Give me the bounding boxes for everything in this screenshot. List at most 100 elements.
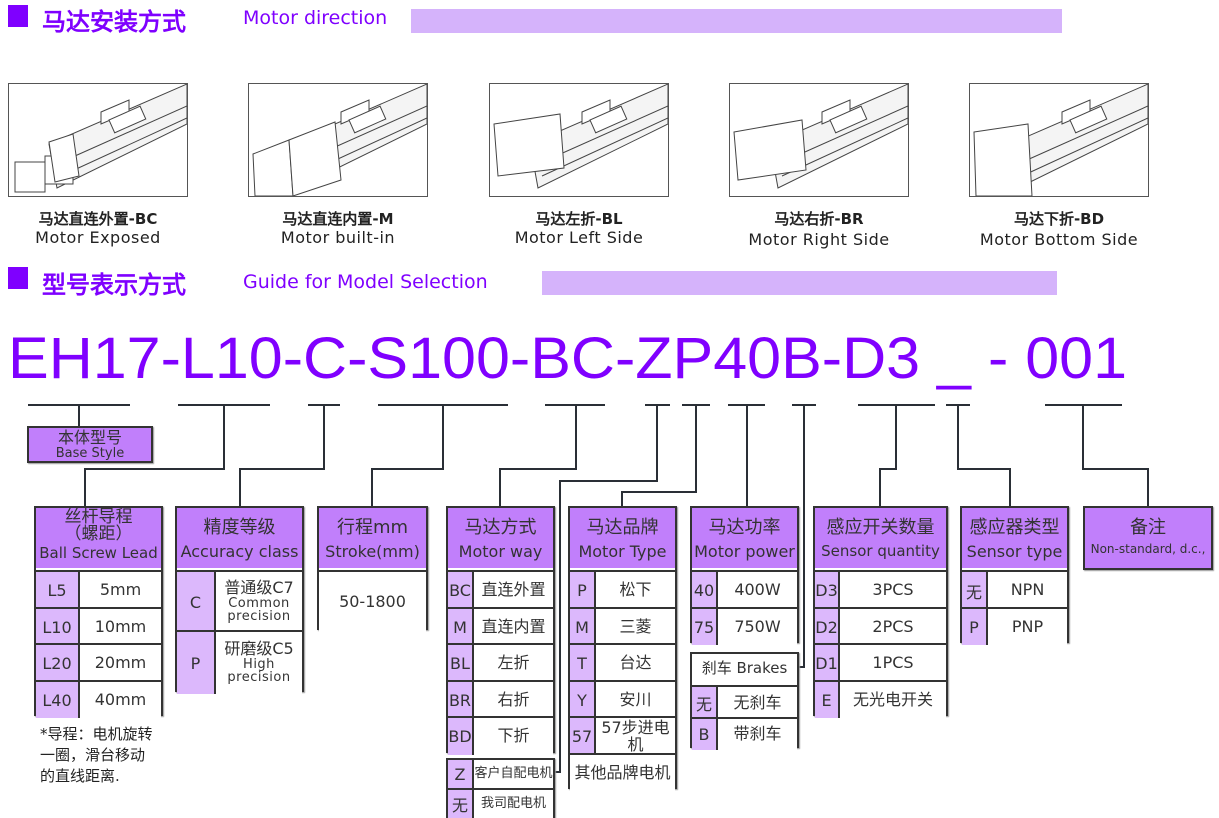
option-value: 1PCS: [840, 645, 946, 682]
option-value: 无光电开关: [840, 682, 946, 718]
option-code: M: [570, 609, 596, 645]
option-code: Z: [448, 760, 474, 788]
mount-caption-zh: 马达下折-BD: [1013, 210, 1105, 228]
option-code: BD: [448, 718, 474, 755]
option-value: PNP: [988, 609, 1067, 645]
option-code: B: [692, 719, 718, 750]
mount-caption-en: Motor Exposed: [35, 228, 161, 247]
table-header-en: Stroke(mm): [325, 542, 420, 561]
base-style-zh: 本体型号: [57, 428, 122, 447]
brakes-title: 刹车 Brakes: [692, 654, 797, 685]
option-code: E: [815, 682, 840, 718]
table-header: 马达方式 Motor way: [448, 508, 553, 568]
option-value-text: 安川: [619, 689, 652, 709]
option-code: 无: [692, 687, 718, 719]
option-value-text: 我司配电机: [480, 796, 546, 812]
option-value: 左折: [474, 645, 553, 682]
option-code: BR: [448, 682, 474, 718]
option-value-text: 750W: [734, 616, 781, 636]
connector: [621, 405, 697, 506]
table-header: 丝杆导程（螺距） Ball Screw Lead: [36, 508, 161, 568]
option-code: P: [177, 632, 216, 694]
option-value: NPN: [988, 572, 1067, 609]
option-row: 无无刹车: [692, 685, 797, 719]
option-value: 右折: [474, 682, 553, 718]
table-header: 行程mm Stroke(mm): [319, 508, 426, 568]
option-value: 其他品牌电机: [570, 755, 675, 791]
option-value-text: 下折: [497, 726, 530, 746]
option-value-text: 其他品牌电机: [574, 762, 671, 782]
connector-lines: [28, 404, 1149, 773]
option-code: D1: [815, 645, 840, 682]
table-header: 感应器类型 Sensor type: [962, 508, 1067, 568]
section-bar: [411, 9, 1062, 33]
mount-image-0: [8, 83, 188, 197]
option-value-text: 57步进电机: [601, 717, 670, 754]
option-value-text: 左折: [497, 653, 530, 673]
option-row: 50-1800: [319, 570, 426, 632]
option-code: 无: [448, 790, 474, 818]
option-value-text: 10mm: [94, 616, 147, 636]
option-value: 57步进电机: [596, 718, 675, 755]
connector: [84, 405, 225, 506]
option-value: 400W: [718, 572, 797, 609]
option-value-text: 客户自配电机: [474, 766, 553, 782]
mount-caption-zh: 马达左折-BL: [535, 210, 623, 228]
option-sub: Common precision: [227, 595, 291, 625]
option-code: D2: [815, 609, 840, 645]
option-code: L20: [36, 645, 80, 682]
mount-caption-en: Motor Bottom Side: [979, 230, 1139, 249]
option-value-text: 50-1800: [339, 591, 406, 611]
option-row: L5 5mm: [36, 570, 161, 609]
option-value-text: 普通级C7: [224, 577, 294, 597]
mount-image-4: [969, 83, 1149, 197]
base-style-en: Base Style: [55, 446, 125, 461]
option-code: L40: [36, 682, 80, 718]
option-value: 2PCS: [840, 609, 946, 645]
option-value: 松下: [596, 572, 675, 609]
mount-image-1: [248, 83, 428, 197]
table-header: 马达品牌 Motor Type: [570, 508, 675, 568]
option-value-text: NPN: [1010, 580, 1045, 600]
table-header-en: Motor Type: [578, 542, 667, 561]
model-code-text: EH17-L10-C-S100-BC-ZP40B-D3 _ - 001: [8, 326, 1127, 390]
section-subtitle-model-selection: Guide for Model Selection: [243, 271, 488, 293]
option-code: T: [570, 645, 596, 682]
option-value: 下折: [474, 718, 553, 755]
section-title-model-selection: 型号表示方式: [42, 271, 186, 299]
option-code: L5: [36, 572, 80, 609]
option-value-text: 右折: [497, 689, 530, 709]
option-value: 20mm: [80, 645, 161, 682]
table-header-en: Sensor type: [966, 542, 1063, 561]
connector: [1082, 405, 1149, 506]
mount-caption-en: Motor Left Side: [514, 228, 644, 247]
option-value-text: 5mm: [99, 580, 142, 600]
table-header: 感应开关数量 Sensor quantity: [815, 508, 946, 568]
option-value: 三菱: [596, 609, 675, 645]
base-style-box: 本体型号 Base Style: [27, 426, 153, 463]
table-header-zh: 马达功率: [708, 517, 781, 538]
option-code: C: [177, 572, 216, 632]
section-title-motor-direction: 马达安装方式: [42, 8, 186, 36]
table-header-zh: 丝杆导程（螺距）: [64, 508, 133, 544]
